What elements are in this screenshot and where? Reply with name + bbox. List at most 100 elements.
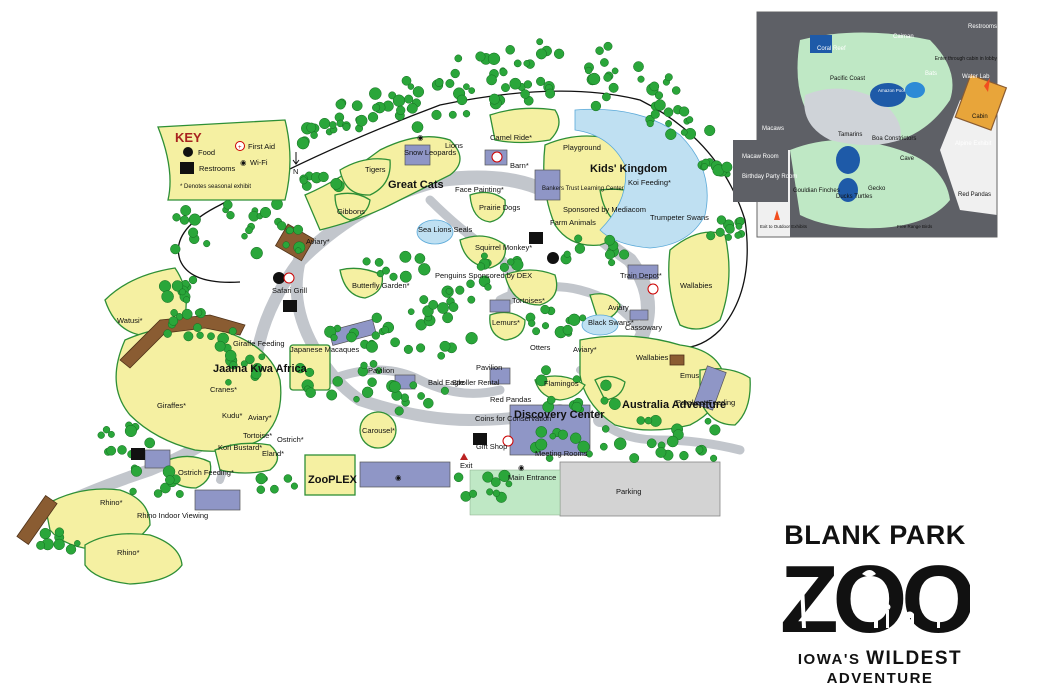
tree <box>629 453 640 464</box>
inset-label-birthday-room: Birthday Party Room <box>742 174 797 180</box>
inset-label-pacific-coast: Pacific Coast <box>830 76 865 82</box>
tree <box>372 103 381 112</box>
tree <box>584 66 593 75</box>
tree <box>170 309 178 317</box>
tree <box>182 296 191 304</box>
tree <box>223 200 233 210</box>
tree <box>455 285 465 295</box>
tree <box>414 253 426 264</box>
tree <box>295 362 306 374</box>
restroom-icon <box>131 448 145 460</box>
tree <box>599 442 608 451</box>
tree <box>448 110 457 119</box>
tree <box>255 472 267 485</box>
label-aviary-mid: Aviary <box>608 303 629 312</box>
first-aid-icon <box>491 151 503 163</box>
tree <box>445 79 455 88</box>
tree <box>725 224 735 234</box>
label-squirrel-monkey: Squirrel Monkey* <box>475 243 532 252</box>
tree <box>183 331 194 342</box>
tree <box>319 117 331 130</box>
tree <box>229 361 238 370</box>
tree <box>488 93 500 105</box>
tree <box>535 48 547 60</box>
inset-label-ducks: Ducks Turtles <box>836 194 872 200</box>
tree <box>411 121 424 133</box>
tree <box>619 249 630 260</box>
inset-label-tamarins: Tamarins <box>838 132 862 138</box>
tree <box>107 430 115 438</box>
tree <box>633 61 644 72</box>
label-cassowary: Cassowary <box>625 323 662 332</box>
label-zooplex: ZooPLEX <box>308 474 358 486</box>
key-title: KEY <box>175 130 202 145</box>
tree <box>570 432 582 444</box>
inset-green-area-2 <box>790 140 950 229</box>
tagline-part-1: IOWA'S <box>797 651 861 668</box>
tree <box>97 431 105 439</box>
tree <box>448 302 459 312</box>
tree <box>679 450 689 461</box>
inset-label-red-pandas: Red Pandas <box>958 192 991 198</box>
food-icon <box>273 272 285 284</box>
tree <box>442 312 454 324</box>
tree <box>608 259 616 267</box>
brand-name: BLANK PARK <box>784 520 966 550</box>
tree <box>188 227 199 238</box>
tree <box>374 258 384 267</box>
tree <box>294 247 302 254</box>
train-track-spur <box>179 259 241 283</box>
inset-label-gouldian: Gouldian Finches <box>793 188 840 194</box>
tree <box>381 326 390 334</box>
label-playground: Playground <box>563 143 601 152</box>
logo-silhouettes <box>800 570 955 628</box>
label-safari-grill: Safari Grill <box>272 286 307 295</box>
tree <box>467 295 476 304</box>
tree <box>250 246 263 260</box>
first-aid-icon <box>502 435 514 447</box>
tree <box>353 395 360 403</box>
tree <box>369 360 378 368</box>
wifi-icon: ◉ <box>240 158 247 167</box>
tree <box>365 340 378 353</box>
tree <box>129 487 137 496</box>
tree <box>476 262 486 271</box>
tree <box>226 211 235 220</box>
indoor-inset-map: Restrooms Enter through cabin in lobby C… <box>733 11 1008 238</box>
tree <box>153 489 163 498</box>
label-gibbons: Gibbons <box>337 207 365 216</box>
tree <box>394 406 404 416</box>
tree <box>180 205 192 216</box>
tree <box>513 59 522 68</box>
tree <box>509 77 522 90</box>
tree <box>523 80 533 89</box>
tree <box>194 309 203 317</box>
tree <box>466 279 475 289</box>
tree <box>293 224 304 235</box>
map-icons: ◉ ◉ ◉ <box>131 133 659 482</box>
tree <box>412 86 425 98</box>
tree <box>399 270 412 283</box>
tree <box>175 490 184 498</box>
label-red-pandas: Red Pandas <box>490 395 532 404</box>
inset-label-water-lab: Water Lab <box>962 74 990 80</box>
tree <box>392 94 406 107</box>
tree <box>603 41 613 51</box>
label-stroller-rental: Stroller Rental <box>452 378 500 387</box>
tree <box>644 416 653 425</box>
inset-label-macaws: Macaws <box>762 126 784 132</box>
inset-label-exit: Exit to Outdoor Exhibits <box>760 224 808 229</box>
tree <box>680 129 688 136</box>
inset-label-amazon-pool: Amazon Pool <box>878 88 905 93</box>
tree <box>665 128 677 140</box>
tagline-part-2: WILDEST <box>866 648 963 669</box>
tree <box>124 424 137 438</box>
label-cranes: Cranes* <box>210 385 237 394</box>
tree <box>666 435 679 448</box>
tree <box>409 381 418 390</box>
water-bodies <box>416 108 708 336</box>
tree <box>437 351 446 360</box>
inset-label-alpine: Alpine Exhibit <box>955 141 992 147</box>
tree <box>499 262 509 272</box>
tree <box>318 171 329 183</box>
